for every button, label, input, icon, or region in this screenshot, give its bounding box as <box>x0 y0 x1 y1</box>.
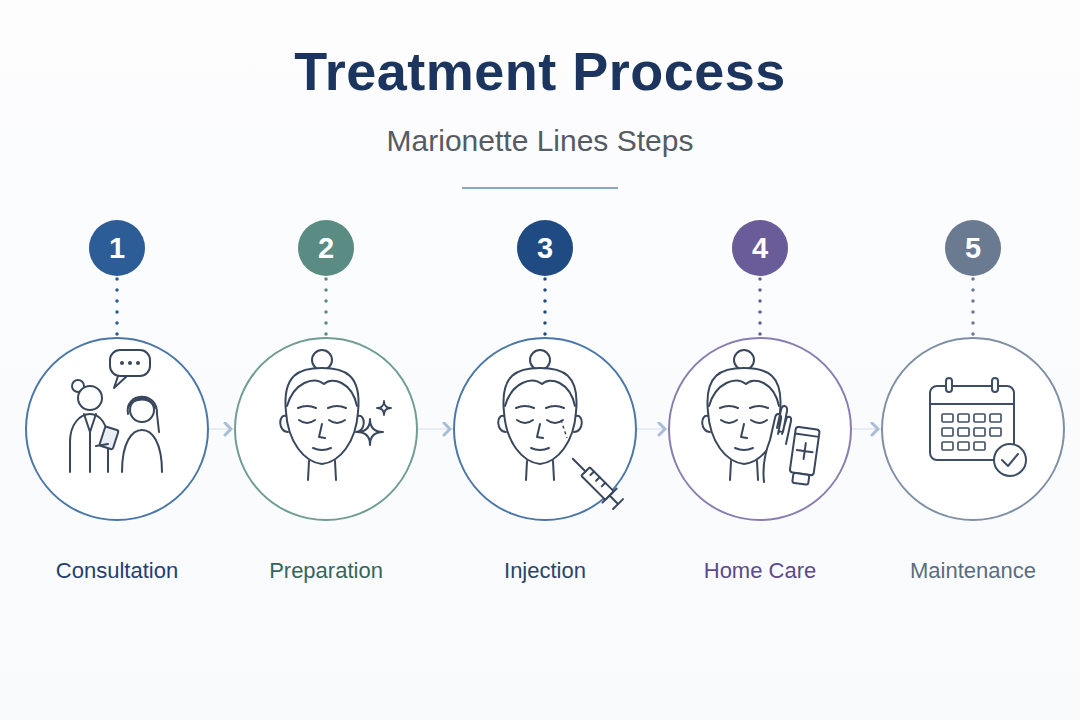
diagram-title: Treatment Process <box>0 40 1080 102</box>
step-label: Maintenance <box>851 558 1080 584</box>
step-circle: Maintenance <box>881 337 1065 521</box>
step-number: 2 <box>298 220 354 276</box>
badge-fill <box>945 220 1001 276</box>
step-circle: Injection <box>453 337 637 521</box>
step-label: Consultation <box>0 558 239 584</box>
step-ring <box>25 337 209 521</box>
step-number: 4 <box>732 220 788 276</box>
step-circle: Preparation <box>234 337 418 521</box>
step-ring <box>881 337 1065 521</box>
step-ring <box>234 337 418 521</box>
step-label: Preparation <box>204 558 448 584</box>
ring-outline <box>235 338 417 520</box>
badge-fill <box>517 220 573 276</box>
step-circle: Home Care <box>668 337 852 521</box>
badge-fill <box>298 220 354 276</box>
subtitle-label: Marionette Lines Steps <box>0 124 1080 158</box>
ring-outline <box>669 338 851 520</box>
step-circle: Consultation <box>25 337 209 521</box>
badge-fill <box>732 220 788 276</box>
step-number-badge: 3 <box>517 220 573 276</box>
ring-outline <box>454 338 636 520</box>
badge-fill <box>89 220 145 276</box>
dotted-connector <box>971 276 975 337</box>
step-ring <box>668 337 852 521</box>
step-arrow <box>418 428 453 430</box>
step-number-badge: 1 <box>89 220 145 276</box>
step-arrow <box>852 428 881 430</box>
step-label: Home Care <box>638 558 882 584</box>
step-ring <box>453 337 637 521</box>
title-divider <box>462 187 618 189</box>
dotted-connector <box>543 276 547 337</box>
step-arrow <box>209 428 234 430</box>
step-label: Injection <box>423 558 667 584</box>
step-number: 1 <box>89 220 145 276</box>
ring-outline <box>882 338 1064 520</box>
step-number: 5 <box>945 220 1001 276</box>
step-number-badge: 5 <box>945 220 1001 276</box>
dotted-connector <box>758 276 762 337</box>
ring-outline <box>26 338 208 520</box>
dotted-connector <box>115 276 119 337</box>
step-number-badge: 4 <box>732 220 788 276</box>
step-number: 3 <box>517 220 573 276</box>
step-arrow <box>637 428 668 430</box>
dotted-connector <box>324 276 328 337</box>
step-number-badge: 2 <box>298 220 354 276</box>
